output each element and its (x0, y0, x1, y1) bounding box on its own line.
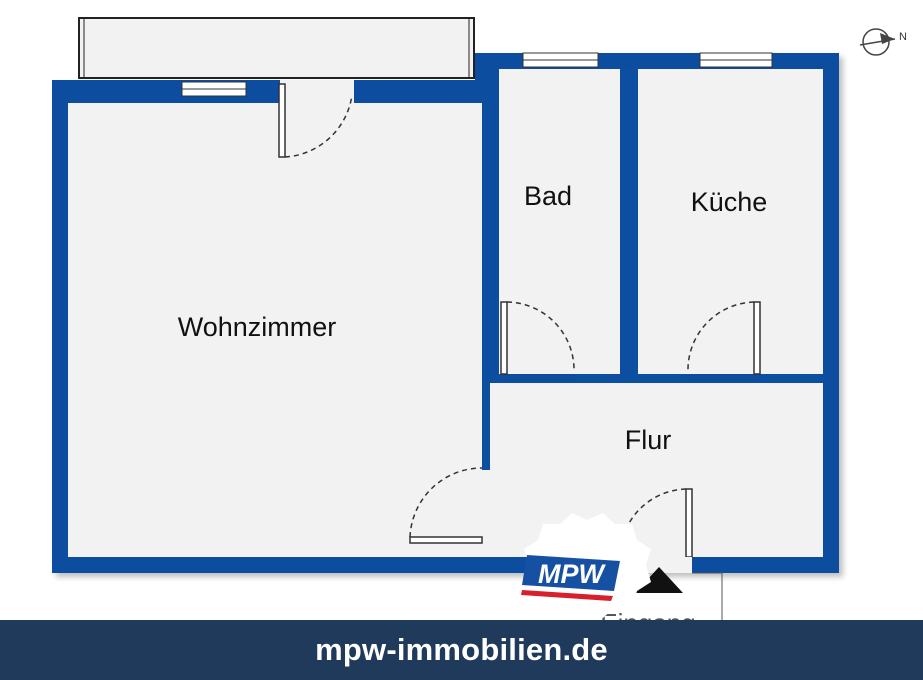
floors (68, 69, 823, 557)
website-link[interactable]: mpw-immobilien.de (315, 632, 608, 667)
inner-walls (482, 69, 823, 470)
room-label-bad: Bad (524, 181, 572, 211)
mpw-logo-text: MPW (538, 559, 607, 589)
room-label-flur: Flur (625, 425, 672, 455)
windows (181, 52, 773, 97)
footer-bar: mpw-immobilien.de (0, 620, 923, 680)
mpw-logo: MPW (521, 513, 651, 618)
doors (278, 83, 761, 558)
room-label-wohnzimmer: Wohnzimmer (178, 312, 337, 342)
entrance-arrow-icon (635, 567, 683, 593)
compass-north-label: N (899, 31, 907, 43)
balcony (78, 17, 475, 79)
room-label-kueche: Küche (691, 187, 768, 217)
compass-icon: N (859, 28, 907, 56)
